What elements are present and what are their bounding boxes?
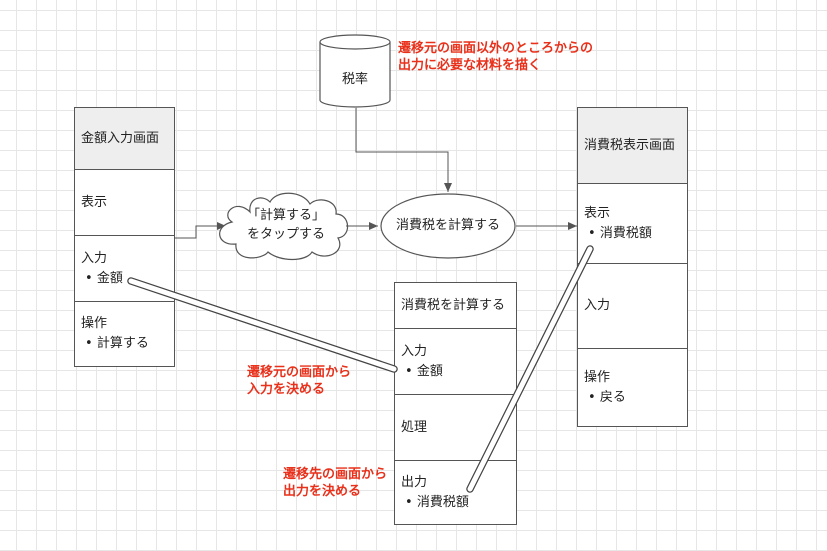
- screen-source-title-text: 金額入力画面: [81, 130, 160, 146]
- annotation-top-line-2: 出力に必要な材料を描く: [398, 58, 542, 73]
- arrow-database-to-calc: [355, 108, 452, 192]
- database-cylinder[interactable]: [319, 34, 391, 108]
- process-output-item: 消費税額: [401, 493, 510, 513]
- screen-target-title-text: 消費税表示画面: [584, 137, 676, 153]
- screen-source-operation-label: 操作: [81, 316, 108, 331]
- screen-source-title: 金額入力画面: [75, 108, 174, 169]
- annotation-top: 遷移元の画面以外のところからの 出力に必要な材料を描く: [398, 40, 593, 74]
- arrow-screen-to-cloud: [174, 222, 226, 239]
- annotation-left-bottom-line-1: 遷移先の画面から: [283, 467, 388, 482]
- screen-source-display-label: 表示: [81, 194, 108, 210]
- annotation-left-mid-line-2: 入力を決める: [247, 382, 326, 397]
- screen-source-display: 表示: [75, 169, 174, 235]
- database-label: 税率: [341, 72, 368, 87]
- cloud-line-1: 「計算する」: [246, 208, 325, 223]
- screen-target-input: 入力: [578, 263, 687, 348]
- annotation-left-mid: 遷移元の画面から 入力を決める: [247, 364, 351, 398]
- screen-target-operation-label: 操作: [584, 369, 611, 385]
- calc-ellipse-label: 消費税を計算する: [395, 218, 500, 233]
- process-input: 入力 金額: [395, 328, 516, 394]
- annotation-left-bottom: 遷移先の画面から 出力を決める: [283, 466, 387, 500]
- screen-target-display-item: 消費税額: [584, 224, 681, 244]
- process-box[interactable]: 消費税を計算する 入力 金額 処理 出力 消費税額: [394, 282, 517, 525]
- calc-ellipse[interactable]: [380, 193, 516, 259]
- screen-target-operation-item: 戻る: [584, 388, 681, 408]
- annotation-left-bottom-line-2: 出力を決める: [283, 484, 362, 499]
- screen-source-operation-item: 計算する: [81, 334, 168, 354]
- process-output: 出力 消費税額: [395, 460, 516, 524]
- screen-source-input-item: 金額: [81, 269, 168, 289]
- process-title: 消費税を計算する: [395, 283, 516, 328]
- annotation-left-mid-line-1: 遷移元の画面から: [247, 365, 352, 380]
- screen-source-operation: 操作 計算する: [75, 301, 174, 366]
- cloud-label: 「計算する」 をタップする: [228, 206, 344, 244]
- screen-target-operation: 操作 戻る: [578, 348, 687, 426]
- cloud-shape[interactable]: [219, 192, 349, 261]
- screen-source-input-label: 入力: [81, 250, 108, 266]
- process-processing: 処理: [395, 394, 516, 460]
- process-processing-label: 処理: [401, 419, 428, 435]
- process-title-text: 消費税を計算する: [401, 297, 506, 313]
- cloud-line-2: をタップする: [246, 227, 325, 242]
- screen-target-display-label: 表示: [584, 205, 611, 221]
- process-input-label: 入力: [401, 343, 428, 359]
- annotation-top-line-1: 遷移元の画面以外のところからの: [398, 41, 594, 56]
- screen-target-title: 消費税表示画面: [578, 108, 687, 183]
- process-output-label: 出力: [401, 474, 428, 490]
- screen-target-display: 表示 消費税額: [578, 183, 687, 263]
- process-input-item: 金額: [401, 362, 510, 382]
- screen-target-input-label: 入力: [584, 298, 611, 313]
- screen-source[interactable]: 金額入力画面 表示 入力 金額 操作 計算する: [74, 107, 175, 367]
- screen-source-input: 入力 金額: [75, 235, 174, 301]
- screen-target[interactable]: 消費税表示画面 表示 消費税額 入力 操作 戻る: [577, 107, 688, 427]
